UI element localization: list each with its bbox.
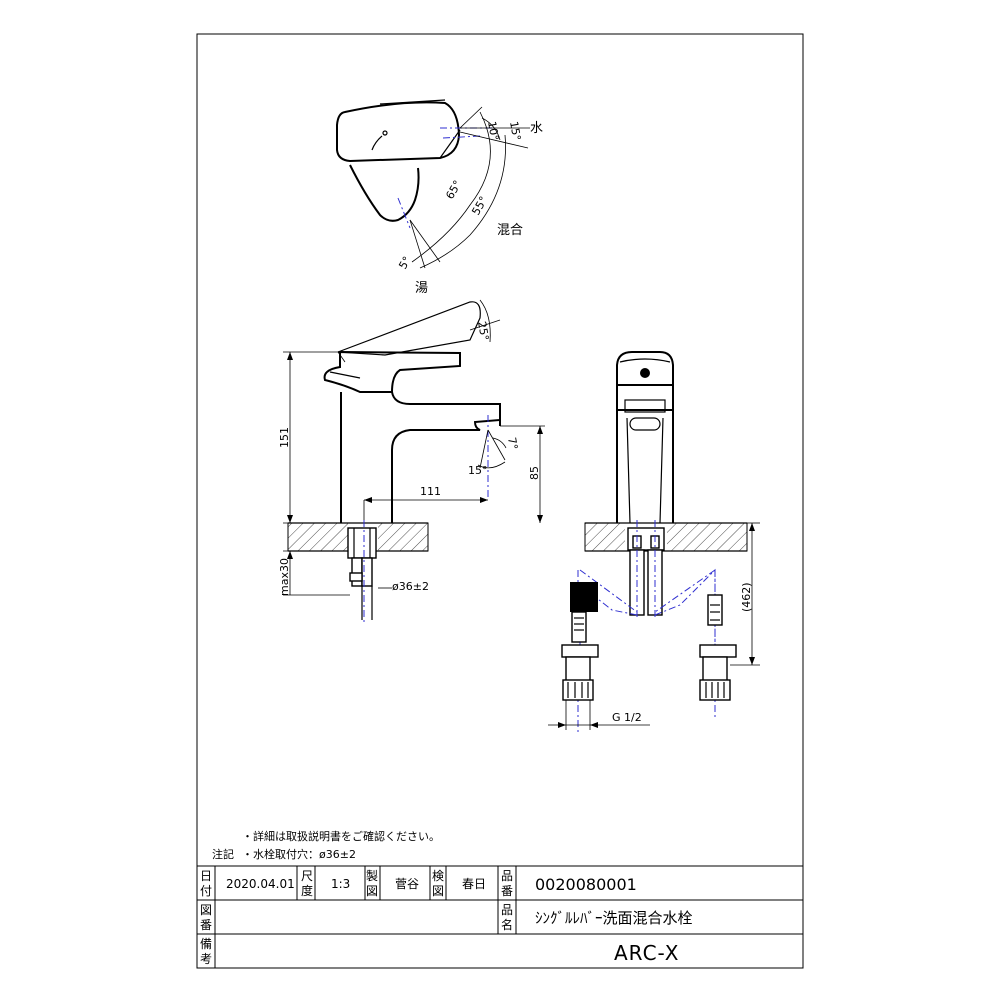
max30-label: max30 [278,558,291,596]
lever-water-position [336,101,461,163]
mixed-label: 混合 [497,223,523,238]
top-view: 10° 15° 65° 55° 5° 水 混合 湯 [336,99,543,296]
angle-25-label: 25° [475,320,491,341]
height-151-label: 151 [278,427,291,448]
faucet-handle [323,350,461,393]
angle-15-label: 15° [507,120,523,141]
svg-text:製: 製 [366,869,378,883]
angle-15b-label: 15° [468,464,488,477]
svg-text:考: 考 [200,952,212,966]
svg-text:品: 品 [501,869,513,883]
svg-text:度: 度 [301,883,313,898]
svg-text:検: 検 [432,869,444,883]
notes-line2: ・水栓取付穴：ø36±2 [242,847,356,861]
checked-by-value: 春日 [462,877,486,891]
lever-hot-position [349,164,420,222]
notes-heading: 注記 [212,847,234,861]
faucet-body [340,391,501,523]
front-handle [616,351,674,386]
brand-logo: ARC-X [614,941,679,965]
reach-111-label: 111 [420,485,441,498]
front-body [616,410,674,523]
svg-text:番: 番 [200,918,212,932]
title-block: 日 付 尺 度 製 図 検 図 品 番 図 番 品 名 備 考 2020.04.… [196,865,804,969]
notes: ・詳細は取扱説明書をご確認ください。 注記 ・水栓取付穴：ø36±2 [212,829,440,861]
svg-text:番: 番 [501,884,513,898]
date-value: 2020.04.01 [226,877,295,891]
hot-cold-indicator [371,135,383,151]
length-462-label: (462) [740,582,753,612]
spout-85-label: 85 [528,466,541,480]
drawn-by-value: 菅谷 [395,877,419,891]
side-view: 25° 7° 15° 151 111 85 [278,299,545,625]
angle-10-label: 10° [485,120,501,141]
svg-text:名: 名 [501,917,513,932]
left-hose-nut-upper [570,582,598,612]
sheet-border [196,33,804,969]
front-view: (462) G 1/2 [548,351,760,735]
svg-text:図: 図 [432,884,444,898]
svg-text:尺: 尺 [301,869,313,883]
front-indicator-dot [640,368,650,378]
svg-text:図: 図 [366,884,378,898]
hot-label: 湯 [415,281,428,296]
date-label: 日 [200,869,212,883]
product-name-value: ｼﾝｸﾞﾙﾚﾊﾞｰ洗面混合水栓 [535,909,693,927]
front-aerator [629,417,661,431]
thread-label: G 1/2 [612,711,642,724]
lever-raised [337,301,481,356]
scale-value: 1:3 [331,877,350,891]
angle-55-label: 55° [469,194,490,217]
svg-text:備: 備 [200,936,212,951]
hole-dia-label: ø36±2 [392,580,429,593]
svg-text:図: 図 [200,903,212,917]
notes-line1: ・詳細は取扱説明書をご確認ください。 [242,829,440,843]
part-no-value: 0020080001 [535,875,637,894]
water-label: 水 [530,121,543,136]
angle-65-label: 65° [443,178,464,201]
angle-7-label: 7° [505,436,520,451]
angle-5-label: 5° [396,254,414,271]
svg-text:付: 付 [200,884,212,898]
svg-text:品: 品 [501,903,513,917]
